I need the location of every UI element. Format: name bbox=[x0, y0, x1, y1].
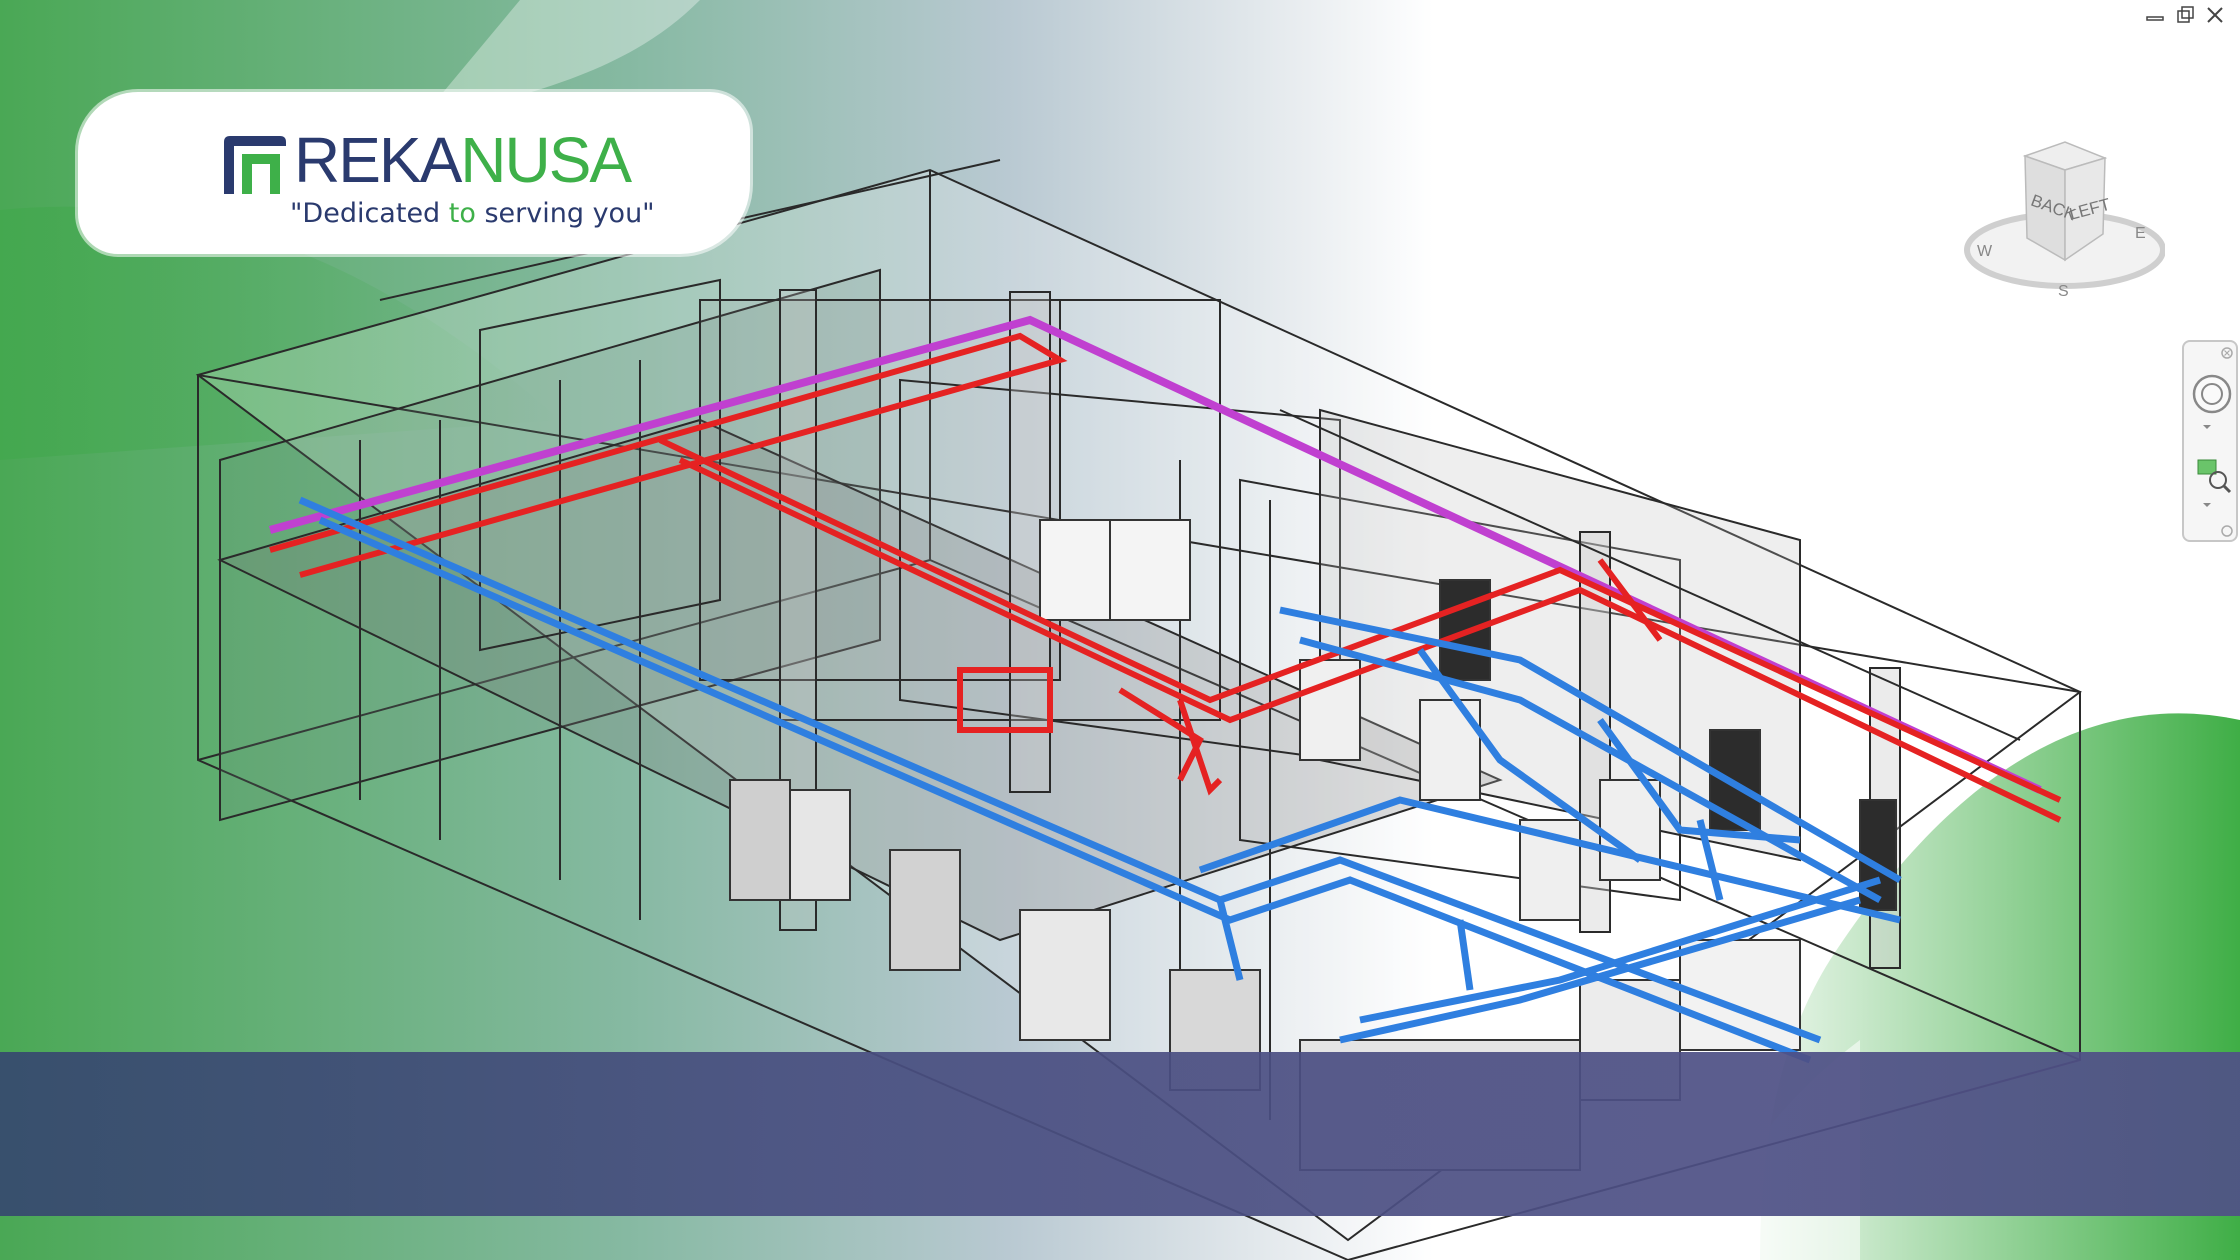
nav-bar-options-icon[interactable] bbox=[2220, 524, 2234, 538]
restore-icon bbox=[2177, 6, 2194, 23]
reka-nusa-logo-icon bbox=[224, 136, 286, 194]
brand-name-reka: REKA bbox=[294, 124, 462, 196]
minimize-icon bbox=[2146, 16, 2164, 21]
brand-name: REKANUSA bbox=[294, 128, 632, 192]
tagline-part1: "Dedicated bbox=[290, 198, 449, 229]
compass-label-s[interactable]: S bbox=[2058, 283, 2069, 300]
minimize-button[interactable] bbox=[2144, 4, 2166, 26]
conduit-run-blue bbox=[298, 496, 1902, 1064]
compass-label-e[interactable]: E bbox=[2135, 225, 2146, 242]
brand-tagline: "Dedicated to serving you" bbox=[290, 198, 655, 229]
steering-wheel-icon[interactable] bbox=[2190, 372, 2234, 416]
navigation-bar bbox=[2182, 340, 2238, 542]
zoom-region-icon[interactable] bbox=[2190, 454, 2234, 494]
close-button[interactable] bbox=[2204, 4, 2226, 26]
view-cube-face-left[interactable] bbox=[2064, 156, 2106, 262]
tagline-highlight: to bbox=[448, 198, 476, 229]
nav-bar-close-icon[interactable] bbox=[2220, 346, 2234, 360]
chevron-down-icon[interactable] bbox=[2200, 422, 2214, 432]
restore-button[interactable] bbox=[2174, 4, 2196, 26]
brand-card: REKANUSA "Dedicated to serving you" bbox=[78, 92, 750, 254]
bottom-banner bbox=[0, 1052, 2240, 1216]
decor-wave-top bbox=[420, 0, 700, 120]
brand-name-nusa: NUSA bbox=[460, 124, 632, 196]
window-controls bbox=[2144, 4, 2226, 26]
tagline-part2: serving you" bbox=[475, 198, 655, 229]
chevron-down-icon[interactable] bbox=[2200, 500, 2214, 510]
decor-wave-left bbox=[0, 206, 560, 460]
view-cube[interactable]: W S E BACK LEFT bbox=[1955, 138, 2165, 308]
close-icon bbox=[2207, 7, 2223, 23]
compass-label-w[interactable]: W bbox=[1977, 243, 1993, 260]
